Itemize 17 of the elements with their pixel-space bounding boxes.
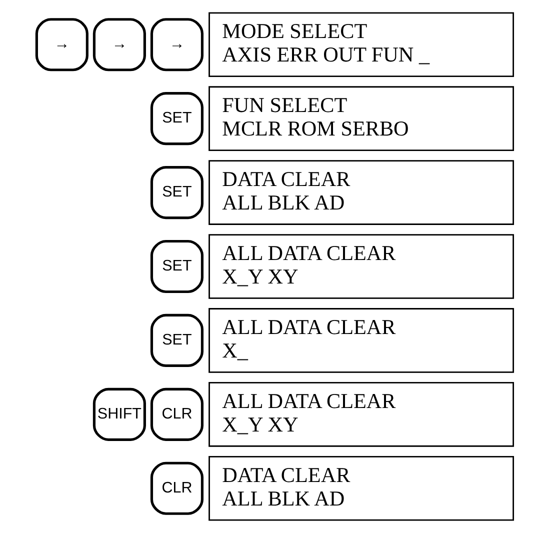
node-box: SET — [150, 240, 203, 294]
node-box: CLR — [150, 388, 203, 441]
node-box: → — [150, 18, 203, 72]
node-box: SET — [150, 314, 203, 367]
node-box: SHIFT — [92, 388, 146, 441]
node-box: ALL DATA CLEAR X_Y XY — [208, 234, 514, 299]
node-box: DATA CLEAR ALL BLK AD — [208, 456, 514, 521]
node-box: → — [92, 18, 146, 72]
node-box: SET — [150, 92, 203, 146]
node-box: → — [34, 18, 88, 72]
node-box: ALL DATA CLEAR X_ — [208, 308, 514, 373]
node-box: MODE SELECT AXIS ERR OUT FUN _ — [208, 12, 514, 78]
node-box: ALL DATA CLEAR X_Y XY — [208, 382, 514, 447]
node-box: CLR — [150, 462, 203, 515]
node-box: FUN SELECT MCLR ROM SERBO — [208, 86, 514, 151]
node-box: SET — [150, 166, 203, 220]
node-box: DATA CLEAR ALL BLK AD — [208, 160, 514, 225]
